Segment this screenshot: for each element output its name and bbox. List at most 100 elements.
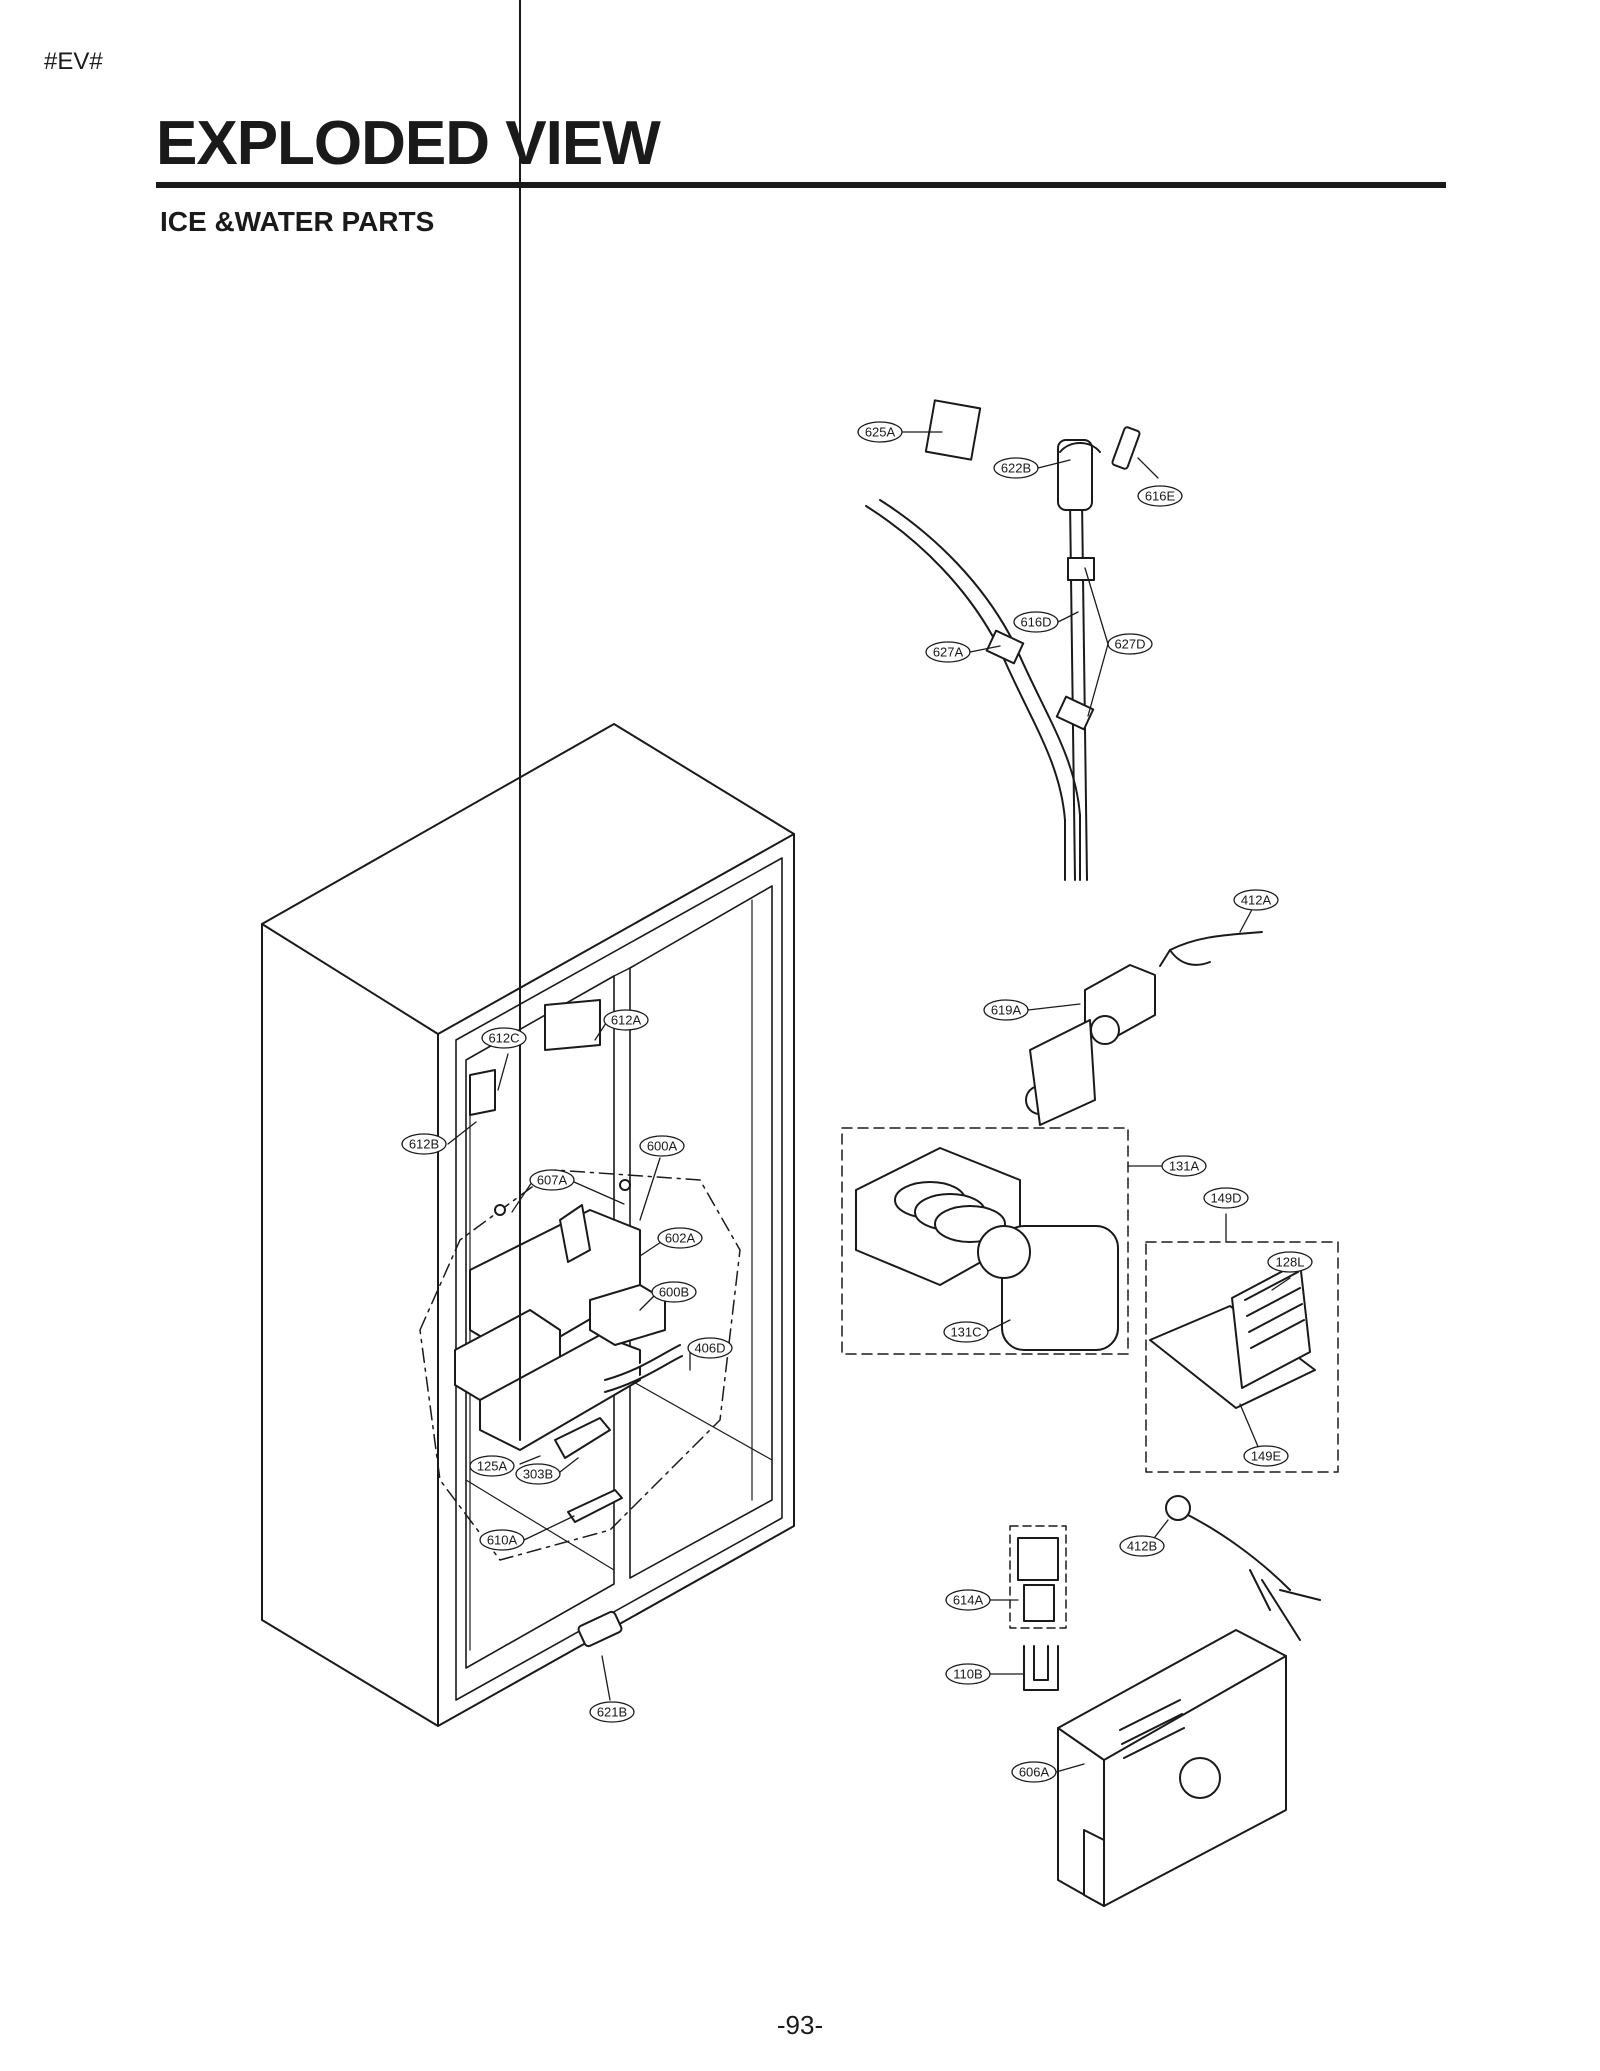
solenoid-group-614a-outline [1009, 1525, 1067, 1629]
callout-bubble [515, 1463, 561, 1485]
callout-bubble [469, 1455, 515, 1477]
page-number: -93- [776, 2010, 824, 2040]
callout-label: 625A [865, 425, 896, 440]
callout-label: 125A [477, 1459, 508, 1474]
section-subtitle: ICE &WATER PARTS [160, 206, 435, 237]
callout-bubble [479, 1529, 525, 1551]
callout-bubble [687, 1337, 733, 1359]
callout-406d: 406D [687, 1337, 733, 1359]
callout-131a: 131A [1161, 1155, 1207, 1177]
pin-616e-drawing [1111, 426, 1141, 470]
callout-616d: 616D [1013, 611, 1059, 633]
callout-bubble [857, 421, 903, 443]
harness-412b-drawing [1177, 1509, 1321, 1641]
callout-621b: 621B [589, 1701, 635, 1723]
callout-bubble [1137, 485, 1183, 507]
callout-bubble [481, 1027, 527, 1049]
callout-bubble [993, 457, 1039, 479]
callout-607a: 607A [529, 1169, 575, 1191]
callout-610a: 610A [479, 1529, 525, 1551]
callout-label: 602A [665, 1231, 696, 1246]
clip-110b-drawing [1023, 1645, 1059, 1691]
callout-149d: 149D [1203, 1187, 1249, 1209]
callout-bubble [925, 641, 971, 663]
callout-label: 149E [1251, 1449, 1282, 1464]
callout-bubble [401, 1133, 447, 1155]
callout-bubble [603, 1009, 649, 1031]
callout-303b: 303B [515, 1463, 561, 1485]
callout-label: 616D [1020, 615, 1051, 630]
callout-bubble [1013, 611, 1059, 633]
callout-600b: 600B [651, 1281, 697, 1303]
callout-625a: 625A [857, 421, 903, 443]
dispenser-housing-606a-drawing [1057, 1629, 1287, 1907]
callout-bubble [1119, 1535, 1165, 1557]
callout-label: 612C [488, 1031, 519, 1046]
callout-bubble [1233, 889, 1279, 911]
callout-label: 131A [1169, 1159, 1200, 1174]
callout-bubble [639, 1135, 685, 1157]
ice-maker-assembly [454, 0, 683, 1523]
callout-612a: 612A [603, 1009, 649, 1031]
callout-bubble [657, 1227, 703, 1249]
callout-627d: 627D [1107, 633, 1153, 655]
callout-bubble [1243, 1445, 1289, 1467]
callout-bubble [529, 1169, 575, 1191]
callout-bubble [1203, 1187, 1249, 1209]
callout-612b: 612B [401, 1133, 447, 1155]
callout-619a: 619A [983, 999, 1029, 1021]
callout-label: 621B [597, 1705, 627, 1720]
callout-label: 128L [1276, 1255, 1305, 1270]
callout-label: 606A [1019, 1765, 1050, 1780]
cover-131c-drawing [1001, 1225, 1119, 1351]
callout-label: 627D [1114, 637, 1145, 652]
bracket-625a-drawing [924, 399, 982, 461]
callout-label: 149D [1210, 1191, 1241, 1206]
callout-bubble [983, 999, 1029, 1021]
callout-label: 627A [933, 645, 964, 660]
callout-bubble [1011, 1761, 1057, 1783]
drip-tray-drawing [1149, 1261, 1316, 1409]
fitting-621b-drawing [577, 1610, 623, 1648]
callout-616e: 616E [1137, 485, 1183, 507]
callout-label: 612B [409, 1137, 439, 1152]
water-tube-assembly [865, 439, 1101, 881]
callout-149e: 149E [1243, 1445, 1289, 1467]
callout-label: 600A [647, 1139, 678, 1154]
callout-131c: 131C [943, 1321, 989, 1343]
callout-label: 622B [1001, 461, 1031, 476]
callout-label: 406D [694, 1341, 725, 1356]
callout-bubble [945, 1589, 991, 1611]
callout-bubble [651, 1281, 697, 1303]
water-valve-619a-drawing [1025, 964, 1156, 1126]
callout-label: 616E [1145, 489, 1176, 504]
callout-label: 612A [611, 1013, 642, 1028]
callout-606a: 606A [1011, 1761, 1057, 1783]
callout-622b: 622B [993, 457, 1039, 479]
callout-label: 110B [953, 1667, 982, 1682]
callout-label: 610A [487, 1533, 518, 1548]
document-tag: #EV# [44, 48, 103, 75]
callout-614a: 614A [945, 1589, 991, 1611]
callout-110b: 110B [945, 1663, 991, 1685]
callout-label: 303B [523, 1467, 553, 1482]
callout-bubble [943, 1321, 989, 1343]
callout-627a: 627A [925, 641, 971, 663]
callout-bubble [1267, 1251, 1313, 1273]
callout-label: 619A [991, 1003, 1022, 1018]
drip-tray-group-149d-outline [1145, 1241, 1339, 1473]
callout-bubble [945, 1663, 991, 1685]
callout-label: 131C [950, 1325, 981, 1340]
callout-label: 412A [1241, 893, 1272, 908]
callout-bubble [589, 1701, 635, 1723]
page-title: EXPLODED VIEW [156, 109, 661, 178]
callout-128l: 128L [1267, 1251, 1313, 1273]
callout-600a: 600A [639, 1135, 685, 1157]
callout-label: 607A [537, 1173, 568, 1188]
harness-412a-drawing [1159, 931, 1263, 967]
callout-125a: 125A [469, 1455, 515, 1477]
ice-maker-zone-outline [419, 1169, 741, 1561]
callout-bubble [1107, 633, 1153, 655]
callout-612c: 612C [481, 1027, 527, 1049]
